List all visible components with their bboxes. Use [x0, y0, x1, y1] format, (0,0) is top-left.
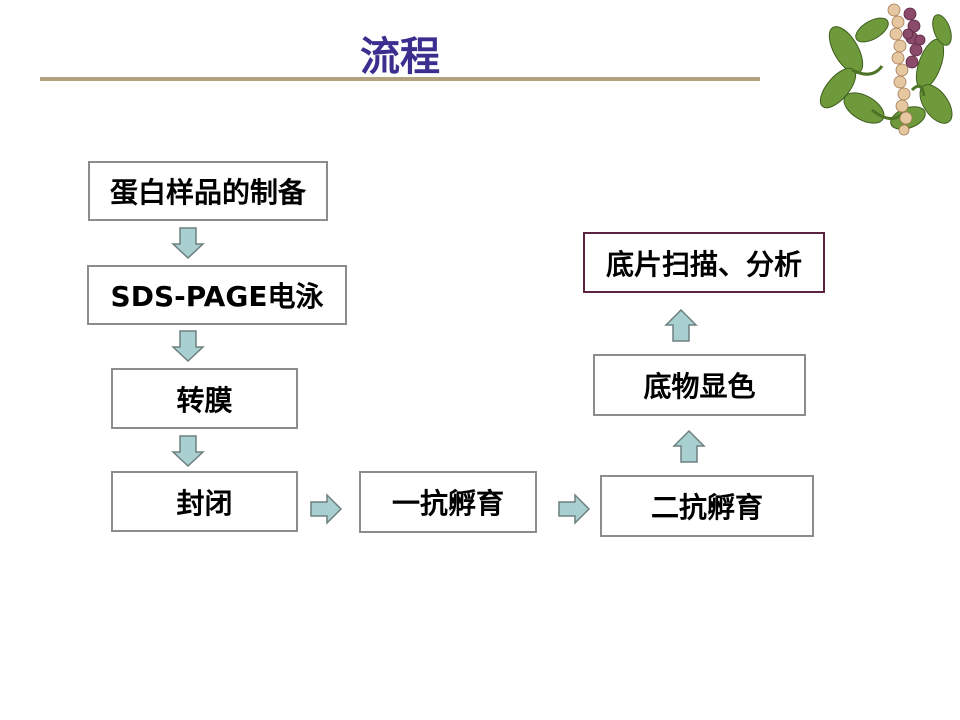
arrow-right-2	[558, 493, 591, 525]
protein-structure-image	[819, 3, 953, 136]
arrow-down-2	[171, 330, 205, 363]
step-sample-prep: 蛋白样品的制备	[88, 161, 328, 221]
step-color-development: 底物显色	[593, 354, 806, 416]
arrow-down-3	[171, 435, 205, 468]
arrow-down-1	[171, 227, 205, 260]
title-underline	[40, 77, 760, 81]
step-scan-analysis: 底片扫描、分析	[583, 232, 825, 293]
step-secondary-antibody: 二抗孵育	[600, 475, 814, 537]
step-sds-page: SDS-PAGE电泳	[87, 265, 347, 325]
arrow-right-1	[310, 493, 343, 525]
step-primary-antibody: 一抗孵育	[359, 471, 537, 533]
step-blocking: 封闭	[111, 471, 298, 532]
arrow-up-2	[664, 308, 698, 342]
step-transfer: 转膜	[111, 368, 298, 429]
arrow-up-1	[672, 429, 706, 463]
slide-title: 流程	[360, 34, 440, 80]
